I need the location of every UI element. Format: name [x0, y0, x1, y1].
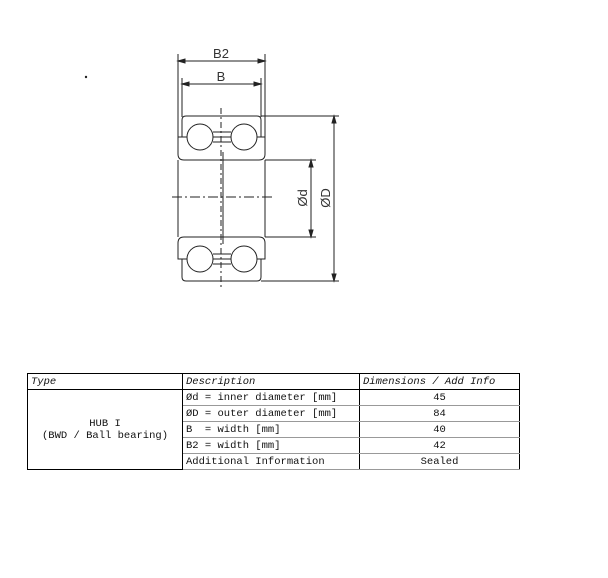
inner-diameter-dimension — [265, 158, 316, 239]
b-dimension — [180, 78, 263, 117]
header-type: Type — [27, 373, 183, 390]
header-dimensions: Dimensions / Add Info — [359, 373, 520, 390]
b2-dimension — [176, 54, 267, 138]
table-row: Additional Information Sealed — [28, 453, 520, 470]
bearing-top-section — [177, 115, 266, 161]
value-cell: Sealed — [359, 453, 520, 470]
type-name: HUB I — [89, 417, 121, 430]
stray-dot — [84, 75, 88, 79]
b-label: B — [217, 69, 226, 84]
value-cell: 40 — [359, 421, 520, 438]
type-detail: (BWD / Ball bearing) — [41, 429, 169, 442]
description-cell: Additional Information — [182, 453, 360, 470]
description-cell: B2 = width [mm] — [182, 437, 360, 454]
table-row: B2 = width [mm] 42 — [28, 437, 520, 454]
description-cell: B = width [mm] — [182, 421, 360, 438]
outer-diameter-dimension — [261, 114, 339, 283]
outer-diameter-label: ØD — [318, 188, 333, 208]
description-cell: ØD = outer diameter [mm] — [182, 405, 360, 422]
b2-label: B2 — [213, 46, 229, 61]
description-cell: Ød = inner diameter [mm] — [182, 389, 360, 406]
specification-table: Type Description Dimensions / Add Info H… — [27, 373, 520, 470]
value-cell: 42 — [359, 437, 520, 454]
value-cell: 84 — [359, 405, 520, 422]
inner-diameter-label: Ød — [295, 189, 310, 206]
bearing-drawing: B2 B Ød ØD — [84, 46, 339, 288]
header-description: Description — [182, 373, 360, 390]
value-cell: 45 — [359, 389, 520, 406]
type-cell: HUB I(BWD / Ball bearing) — [27, 389, 183, 470]
table-row: HUB I(BWD / Ball bearing) Ød = inner dia… — [27, 389, 520, 470]
